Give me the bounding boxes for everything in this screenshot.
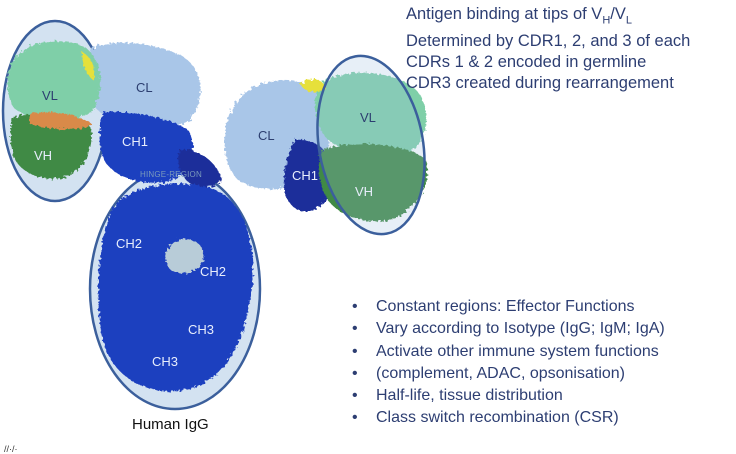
antigen-line-1-prefix: Antigen binding at tips of V bbox=[406, 5, 603, 23]
list-item: Class switch recombination (CSR) bbox=[352, 407, 665, 429]
list-item: Vary according to Isotype (IgG; IgM; IgA… bbox=[352, 318, 665, 340]
ch2-right-label: CH2 bbox=[200, 264, 227, 279]
vh-right-label: VH bbox=[355, 184, 374, 199]
list-item: Constant regions: Effector Functions bbox=[352, 296, 665, 318]
ch2-left-label: CH2 bbox=[116, 236, 143, 251]
fc-domain bbox=[98, 183, 253, 392]
antigen-binding-text: Antigen binding at tips of VH/VL Determi… bbox=[406, 4, 690, 94]
list-item: (complement, ADAC, opsonisation) bbox=[352, 363, 665, 385]
antigen-line-1-mid: /V bbox=[610, 5, 626, 23]
antigen-line-2: Determined by CDR1, 2, and 3 of each bbox=[406, 32, 691, 51]
vl-left-label: VL bbox=[42, 88, 58, 103]
antigen-line-1-sub-l: L bbox=[625, 14, 632, 27]
cl-left-label: CL bbox=[136, 80, 153, 95]
vl-right-label: VL bbox=[360, 110, 376, 125]
vl-right-domain bbox=[315, 72, 427, 156]
right-fab-ellipse bbox=[316, 54, 426, 236]
ch3-right-label: CH3 bbox=[188, 322, 215, 337]
protein-domains bbox=[7, 41, 428, 392]
cdr-accent-left bbox=[30, 112, 92, 130]
antigen-line-4: CDR3 created during rearrangement bbox=[406, 74, 674, 93]
ch1-left-label: CH1 bbox=[122, 134, 149, 149]
cdr-yellow-left bbox=[82, 52, 95, 80]
antigen-line-1: Antigen binding at tips of VH/VL bbox=[406, 4, 690, 31]
antigen-line-3: CDRs 1 & 2 encoded in germline bbox=[406, 53, 647, 72]
vl-left-domain bbox=[7, 41, 101, 120]
vh-left-label: VH bbox=[34, 148, 53, 163]
vh-right-domain bbox=[318, 143, 428, 222]
antigen-line-1-sub-h: H bbox=[602, 14, 611, 27]
corner-mark: //·/· bbox=[4, 444, 18, 454]
cl-left-domain bbox=[82, 42, 201, 127]
list-item: Half-life, tissue distribution bbox=[352, 385, 665, 407]
ch1-right-label: CH1 bbox=[292, 168, 319, 183]
cdr-yellow-right bbox=[300, 79, 326, 93]
hinge-region-label: HINGE-REGION bbox=[140, 170, 202, 179]
list-item: Activate other immune system functions bbox=[352, 341, 665, 363]
hinge-domain bbox=[178, 149, 222, 188]
human-igg-caption: Human IgG bbox=[132, 416, 209, 433]
constant-regions-list: Constant regions: Effector Functions Var… bbox=[352, 296, 665, 430]
glycan-core bbox=[165, 238, 204, 274]
ch1-left-domain bbox=[99, 111, 194, 183]
vh-left-domain bbox=[10, 113, 92, 179]
ch3-left-label: CH3 bbox=[152, 354, 179, 369]
cl-right-label: CL bbox=[258, 128, 275, 143]
